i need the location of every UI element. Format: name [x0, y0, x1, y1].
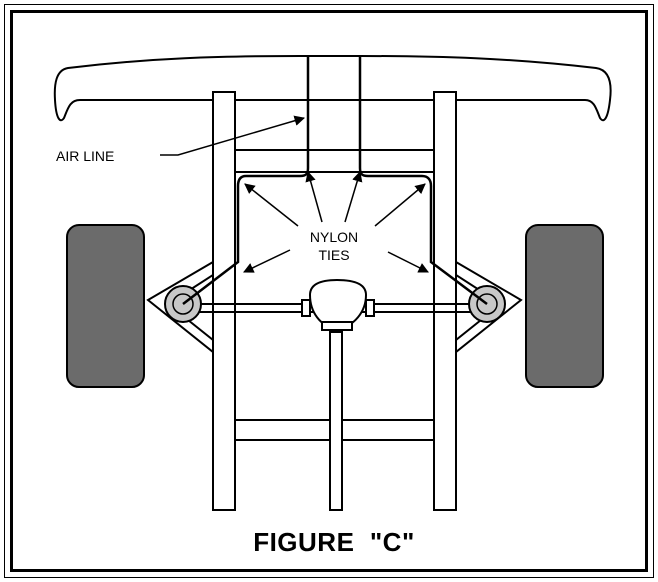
nylon-tie-arrows	[243, 170, 429, 273]
driveshaft	[329, 331, 343, 511]
front-crossmember	[234, 149, 435, 173]
inner-border	[10, 10, 648, 572]
right-control-arm	[455, 260, 523, 355]
nylon-label-line2: TIES	[318, 247, 349, 263]
left-control-arm	[146, 260, 214, 355]
figure-title: FIGURE "C"	[253, 527, 415, 557]
bumper	[53, 55, 612, 122]
left-frame-rail	[212, 91, 236, 511]
air-line-leader	[160, 115, 306, 156]
right-tire	[525, 224, 604, 388]
right-frame-rail	[433, 91, 457, 511]
air-line-label: AIR LINE	[56, 148, 114, 164]
nylon-label-line1: NYLON	[310, 229, 358, 245]
outer-border	[4, 4, 654, 578]
left-tire	[66, 224, 145, 388]
